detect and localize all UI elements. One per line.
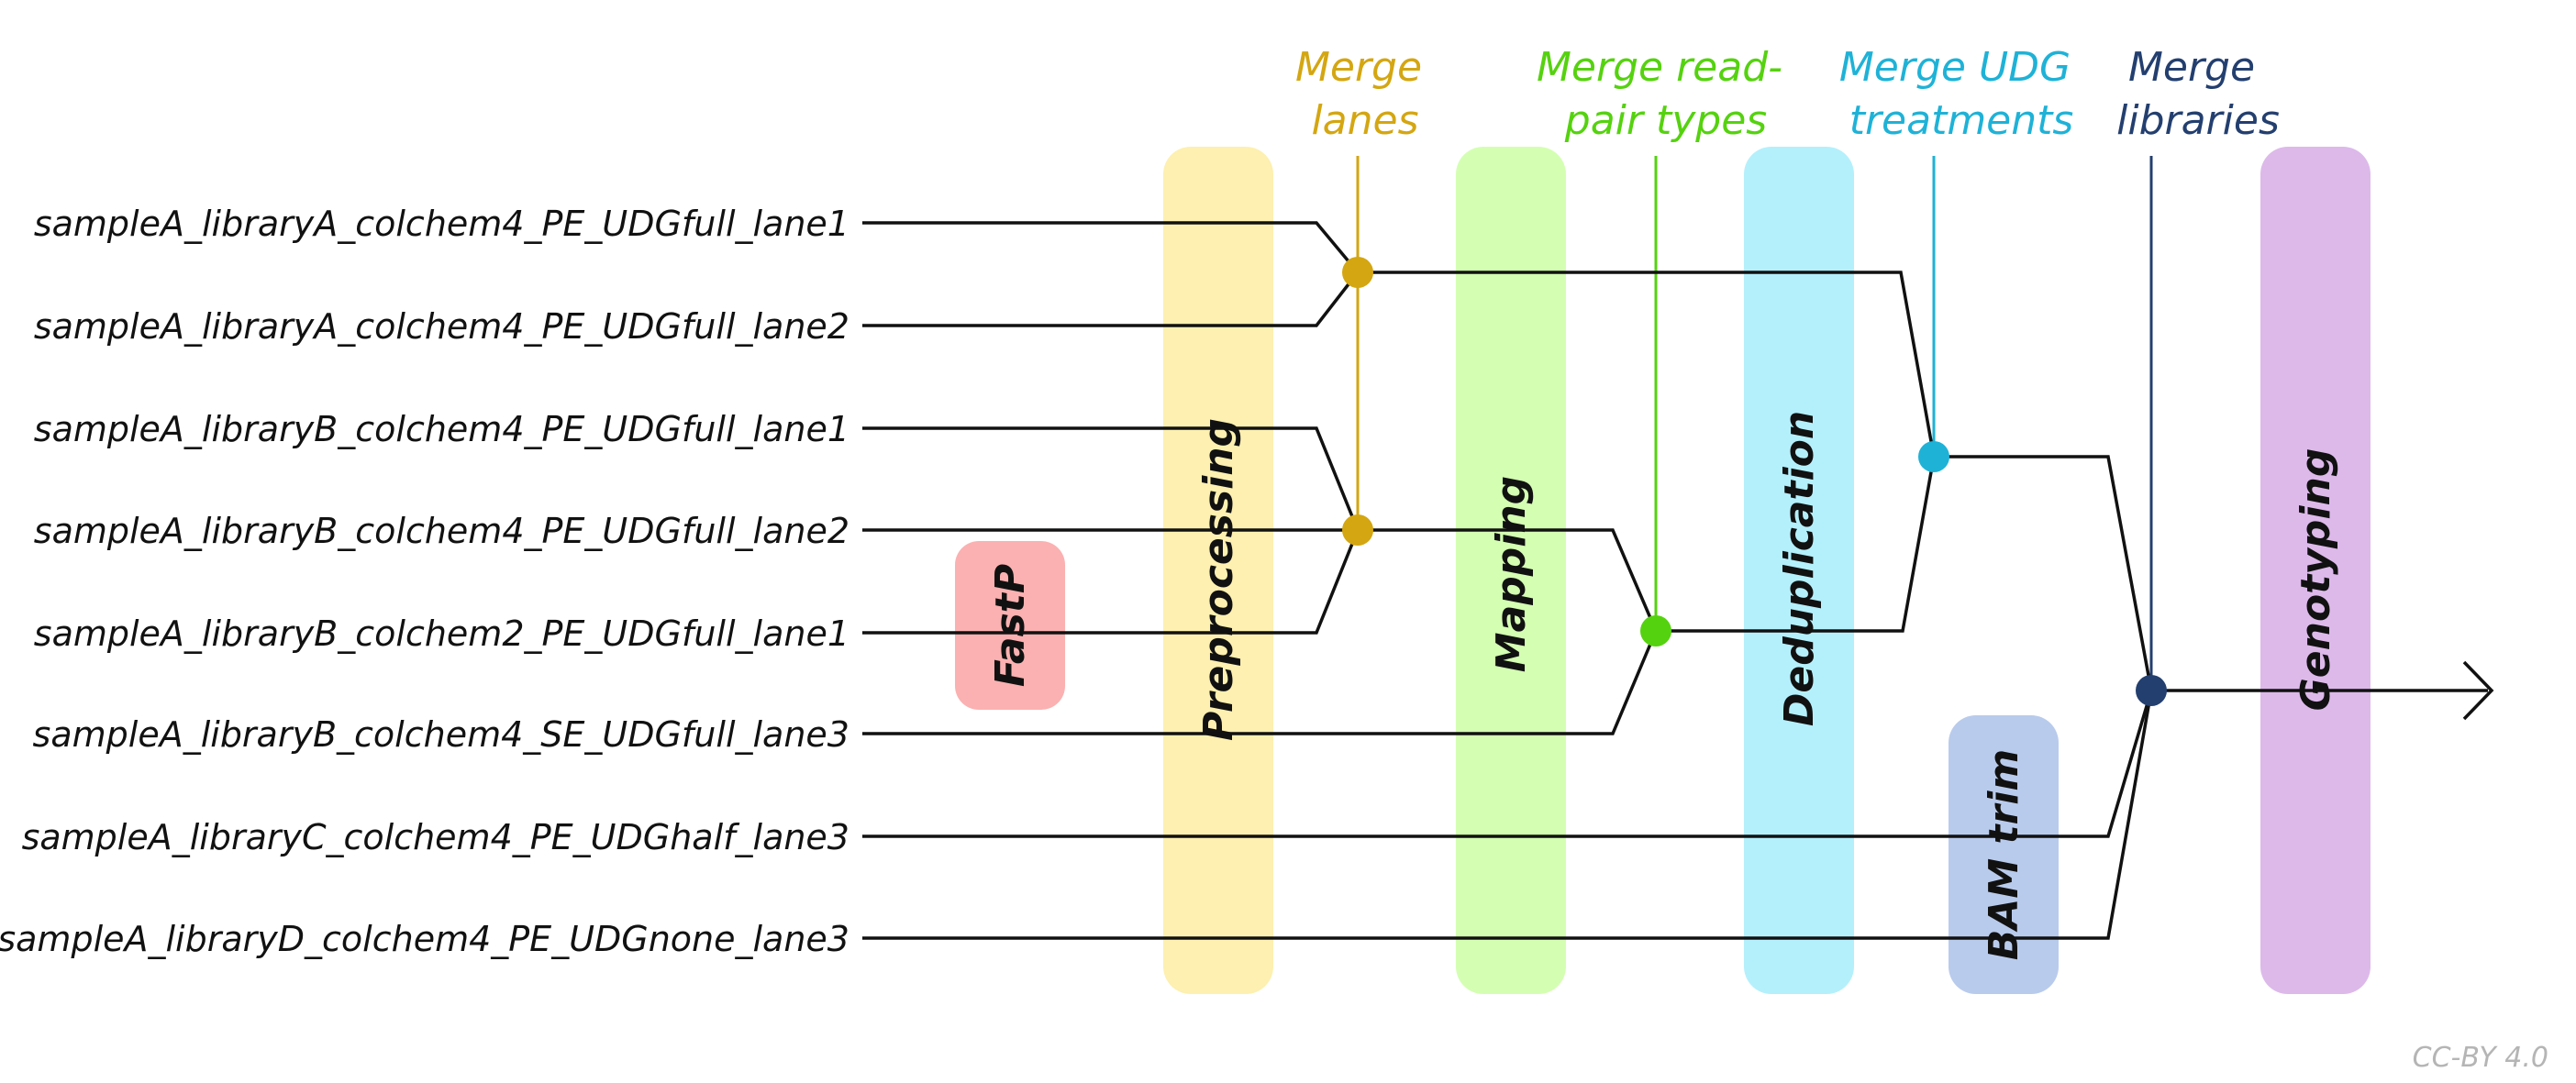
sample-label-4: sampleA_libraryB_colchem4_PE_UDGfull_lan… [34, 511, 849, 551]
deduplication-box [1744, 147, 1854, 994]
genotyping-label: Genotyping [2293, 448, 2339, 712]
bam-trim-box [1949, 715, 2059, 994]
sample-label-7: sampleA_libraryC_colchem4_PE_UDGhalf_lan… [22, 817, 849, 857]
deduplication-label: Deduplication [1776, 411, 1823, 726]
preprocessing-box [1163, 147, 1273, 994]
sample-label-5: sampleA_libraryB_colchem2_PE_UDGfull_lan… [34, 613, 849, 654]
license-text: CC-BY 4.0 [2413, 1042, 2548, 1074]
wire-library-a [1358, 271, 1936, 458]
sample-label-3: sampleA_libraryB_colchem4_PE_UDGfull_lan… [34, 409, 849, 449]
wire-sample-7 [862, 690, 2153, 838]
fastp-box [955, 541, 1065, 710]
mapping-label: Mapping [1488, 476, 1535, 672]
wire-sample-2 [862, 271, 1360, 327]
wire-sample-6 [862, 630, 1658, 735]
merge-udg-treatments-label: Merge UDG treatments [1839, 44, 2083, 144]
merge-read-pair-types-label: Merge read- pair types [1537, 44, 1795, 144]
merge-read-pair-types-node [1640, 615, 1671, 646]
sample-label-1: sampleA_libraryA_colchem4_PE_UDGfull_lan… [34, 204, 849, 244]
merge-lanes-node-library-a [1342, 257, 1373, 288]
sample-label-6: sampleA_libraryB_colchem4_SE_UDGfull_lan… [33, 714, 849, 755]
genotyping-box [2260, 147, 2371, 994]
mapping-box [1456, 147, 1566, 994]
output-arrowhead [2462, 660, 2494, 721]
bam-trim-label: BAM trim [1981, 749, 2027, 960]
preprocessing-label: Preprocessing [1195, 418, 1242, 741]
merge-udg-treatments-node [1918, 441, 1949, 472]
wire-udg-merged [1934, 455, 2153, 691]
sample-label-2: sampleA_libraryA_colchem4_PE_UDGfull_lan… [34, 306, 849, 347]
sample-label-8: sampleA_libraryD_colchem4_PE_UDGnone_lan… [0, 919, 849, 959]
wire-sample-3 [862, 426, 1360, 531]
merge-libraries-label: Merge libraries [2116, 44, 2280, 144]
wire-sample-8 [862, 690, 2153, 940]
merge-lanes-label: Merge lanes [1295, 44, 1435, 144]
wire-sample-1 [862, 221, 1360, 274]
merge-libraries-node [2136, 675, 2167, 706]
merge-lanes-node-library-b [1342, 514, 1373, 546]
fastp-label: FastP [987, 564, 1034, 687]
wire-sample-5 [862, 529, 1360, 635]
